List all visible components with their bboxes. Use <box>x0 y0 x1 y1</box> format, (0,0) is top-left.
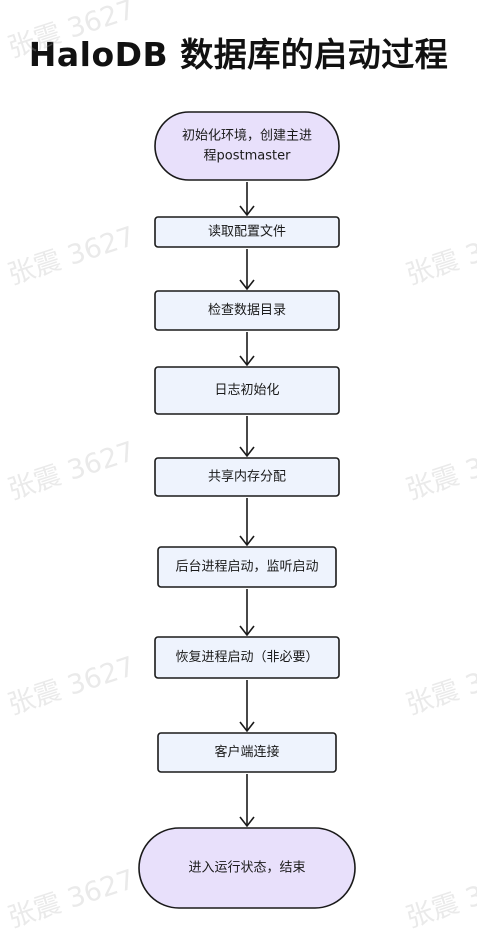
flow-step-label: 程postmaster <box>204 149 292 164</box>
flow-arrow <box>239 498 255 547</box>
flow-step-label: 共享内存分配 <box>208 469 286 485</box>
flow-step: 后台进程启动，监听启动 <box>157 546 337 588</box>
flow-step: 共享内存分配 <box>154 457 340 497</box>
flow-step-label: 恢复进程启动（非必要） <box>175 650 318 665</box>
page-title: HaloDB 数据库的启动过程 <box>28 35 449 74</box>
flow-step: 读取配置文件 <box>154 216 340 248</box>
flow-step-label: 日志初始化 <box>214 383 279 398</box>
flow-step: 恢复进程启动（非必要） <box>154 636 340 679</box>
flow-step-label: 后台进程启动，监听启动 <box>175 560 318 575</box>
flow-step-label: 客户端连接 <box>214 744 279 760</box>
flow-arrow <box>239 182 255 217</box>
flow-step: 日志初始化 <box>154 366 340 415</box>
flow-step: 检查数据目录 <box>154 290 340 331</box>
flow-step-label: 读取配置文件 <box>208 225 286 240</box>
flow-arrow <box>239 774 255 828</box>
flow-arrow <box>239 249 255 291</box>
flow-arrow <box>239 416 255 458</box>
flow-step-label: 初始化环境，创建主进 <box>182 129 312 144</box>
flow-terminal: 进入运行状态，结束 <box>138 827 356 909</box>
flow-step: 客户端连接 <box>157 732 337 773</box>
flow-step-label: 进入运行状态，结束 <box>188 861 305 876</box>
flow-step-label: 检查数据目录 <box>208 303 286 318</box>
flow-arrow <box>239 332 255 367</box>
flow-arrow <box>239 589 255 637</box>
flow-arrow <box>239 680 255 733</box>
